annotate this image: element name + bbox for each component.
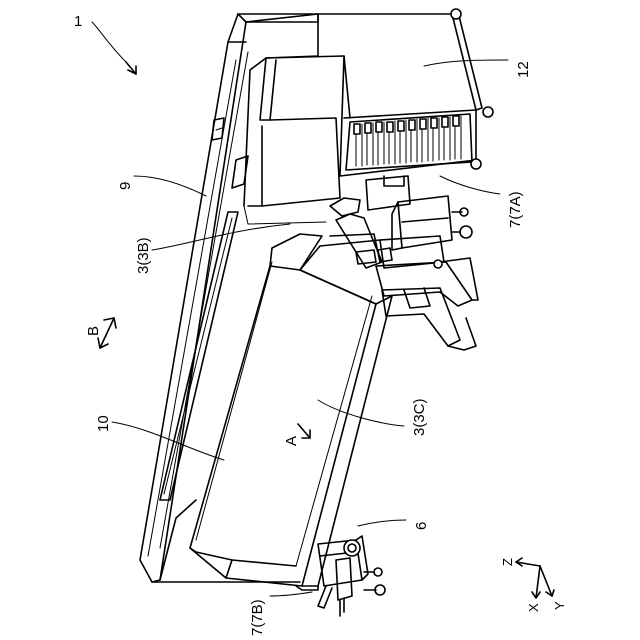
label-7b: 7(7B) xyxy=(249,599,266,636)
arrow-a xyxy=(298,424,310,438)
axis-x-label: X xyxy=(526,603,541,612)
feeder-7a xyxy=(330,176,478,350)
upper-cover-9 xyxy=(244,14,350,224)
leader-lines xyxy=(92,22,508,596)
label-10: 10 xyxy=(95,415,112,432)
label-6: 6 xyxy=(413,522,430,530)
label-3b: 3(3B) xyxy=(135,237,152,274)
axis-indicator: Z X Y xyxy=(500,558,567,612)
label-12: 12 xyxy=(515,61,532,78)
label-a: A xyxy=(283,436,300,446)
label-3c: 3(3C) xyxy=(411,398,428,436)
base-housing xyxy=(140,14,318,582)
arrow-1 xyxy=(126,62,136,74)
axis-z-label: Z xyxy=(500,558,515,566)
label-9: 9 xyxy=(117,182,134,190)
label-7a: 7(7A) xyxy=(507,191,524,228)
unit-12 xyxy=(318,9,493,176)
label-1: 1 xyxy=(74,13,82,30)
label-b: B xyxy=(85,326,102,336)
axis-y-label: Y xyxy=(552,601,567,610)
